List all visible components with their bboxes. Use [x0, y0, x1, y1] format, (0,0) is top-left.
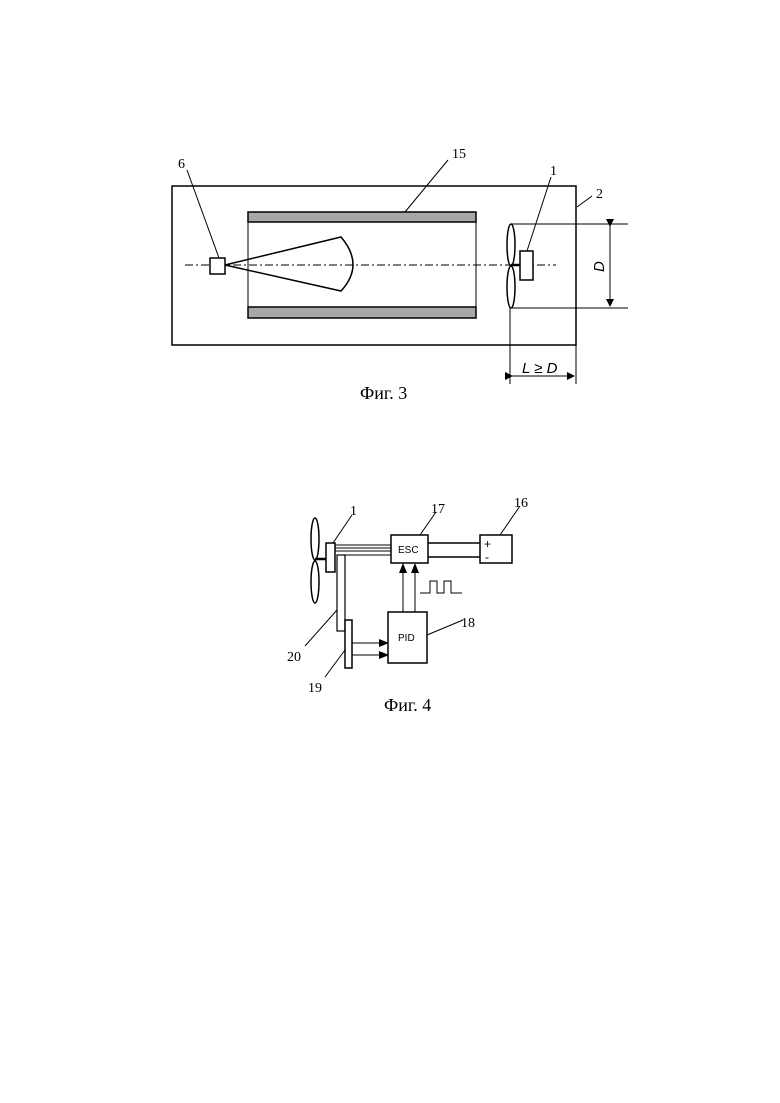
label-pid-18: 18 [461, 616, 475, 631]
dimension-d-label: D [591, 261, 608, 272]
power-wires [428, 543, 480, 557]
label-sensor-19: 19 [308, 681, 322, 696]
battery-minus: - [485, 550, 489, 564]
figure-3-caption: Фиг. 3 [360, 383, 407, 403]
label-tube-15: 15 [452, 147, 466, 162]
field-of-view-cone [225, 237, 353, 291]
label-frame-2: 2 [596, 187, 603, 202]
label-esc-17: 17 [431, 502, 445, 517]
motor-1 [520, 251, 533, 280]
pid-label: PID [398, 633, 415, 644]
label-cable-20: 20 [287, 650, 301, 665]
figure-3 [172, 160, 628, 384]
label-motor-1: 1 [550, 164, 557, 179]
dimension-l-label: L ≥ D [522, 360, 558, 377]
figure-4-caption: Фиг. 4 [384, 695, 431, 715]
label-motor-1: 1 [350, 504, 357, 519]
pwm-signal-icon [420, 581, 462, 593]
cable-20 [337, 555, 345, 631]
label-sensor-6: 6 [178, 157, 185, 172]
motor-wires [335, 545, 391, 555]
propeller-icon [311, 518, 326, 603]
label-battery-16: 16 [514, 496, 528, 511]
figure-4 [305, 506, 520, 677]
sensor-19 [345, 620, 352, 668]
propeller-icon [507, 224, 520, 308]
esc-label: ESC [398, 545, 419, 556]
motor-1 [326, 543, 335, 572]
battery-plus: + [484, 537, 491, 551]
sensor-6 [210, 258, 225, 274]
